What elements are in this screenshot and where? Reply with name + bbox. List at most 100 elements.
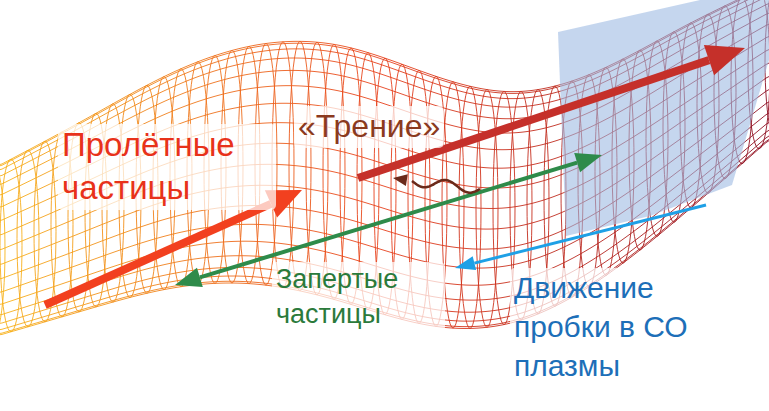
mesh-ring — [289, 41, 311, 291]
mesh-line — [134, 277, 158, 283]
mesh-line — [182, 210, 206, 215]
mesh-line — [254, 224, 278, 225]
mesh-line — [62, 262, 86, 271]
mesh-line — [398, 191, 422, 198]
mesh-line — [158, 107, 182, 117]
mesh-line — [206, 109, 230, 115]
mirror-motion-label: Движение пробки в СО плазмы — [510, 268, 740, 385]
mesh-line — [398, 234, 422, 241]
mesh-line — [302, 209, 326, 214]
mesh-line — [446, 325, 470, 327]
mesh-line — [350, 240, 374, 247]
mesh-line — [62, 247, 86, 256]
mesh-line — [230, 276, 254, 278]
mesh-line — [38, 240, 62, 249]
mesh-line — [326, 214, 350, 220]
mesh-ring — [34, 141, 56, 322]
mesh-line — [446, 109, 470, 115]
mesh-line — [62, 231, 86, 241]
mesh-line — [38, 271, 62, 279]
mesh-line — [14, 323, 38, 330]
mesh-line — [134, 86, 158, 98]
mesh-line — [134, 94, 158, 106]
arrow-head — [704, 45, 745, 75]
mesh-line — [62, 214, 86, 224]
mesh-line — [638, 231, 662, 250]
mesh-line — [110, 98, 134, 111]
mesh-line — [446, 161, 470, 166]
mesh-line — [326, 73, 350, 78]
mesh-line — [470, 86, 494, 90]
mesh-line — [0, 178, 14, 185]
mesh-line — [0, 259, 14, 264]
mesh-line — [302, 188, 326, 192]
mesh-line — [0, 311, 14, 315]
mesh-line — [110, 212, 134, 221]
mesh-line — [398, 70, 422, 79]
mesh-line — [86, 254, 110, 263]
mesh-line — [470, 248, 494, 249]
mesh-line — [254, 50, 278, 53]
mesh-line — [470, 299, 494, 300]
mesh-line — [374, 205, 398, 212]
mesh-line — [62, 276, 86, 284]
mesh-line — [398, 147, 422, 155]
arrow-shaft — [412, 180, 480, 193]
mesh-line — [302, 247, 326, 252]
arrow-shaft — [45, 204, 271, 305]
arrow-head — [574, 153, 602, 172]
mesh-line — [278, 103, 302, 105]
mesh-line — [494, 106, 518, 108]
label-holder: Пролётные частицы — [58, 124, 276, 210]
arrow-head — [393, 174, 408, 186]
mesh-line — [230, 53, 254, 58]
mesh-line — [110, 295, 134, 302]
mesh-line — [518, 256, 542, 263]
mesh-line — [278, 48, 302, 50]
passing-particles-label: Пролётные частицы — [58, 124, 276, 210]
mesh-line — [206, 283, 230, 285]
mesh-line — [0, 201, 14, 208]
mesh-line — [470, 326, 494, 328]
mesh-line — [86, 303, 110, 310]
mesh-line — [38, 224, 62, 234]
mesh-line — [206, 256, 230, 258]
mesh-line — [350, 78, 374, 85]
arrow-head — [455, 256, 476, 270]
mesh-line — [158, 68, 182, 79]
mesh-line — [134, 291, 158, 297]
mesh-line — [470, 115, 494, 119]
mesh-ring — [442, 82, 464, 328]
mesh-line — [326, 45, 350, 49]
mesh-line — [0, 319, 14, 323]
mesh-ring — [476, 90, 498, 328]
label-holder: Запертые частицы — [272, 262, 445, 332]
mesh-line — [566, 248, 590, 261]
mesh-line — [446, 124, 470, 130]
mesh-line — [542, 211, 566, 220]
mesh-line — [206, 242, 230, 244]
trapped-particles-label: Запертые частицы — [272, 262, 445, 332]
mesh-line — [446, 204, 470, 208]
mesh-line — [0, 215, 14, 221]
mesh-line — [302, 229, 326, 234]
mesh-line — [206, 78, 230, 85]
mesh-ring — [459, 86, 481, 328]
mesh-line — [374, 183, 398, 191]
mesh-line — [278, 165, 302, 167]
mesh-line — [182, 99, 206, 107]
mesh-line — [470, 147, 494, 150]
mesh-line — [206, 51, 230, 59]
mesh-line — [422, 79, 446, 87]
label-holder: Движение пробки в СО плазмы — [510, 268, 740, 385]
mesh-line — [518, 220, 542, 226]
mesh-line — [302, 86, 326, 89]
mesh-line — [446, 283, 470, 285]
mesh-line — [398, 168, 422, 175]
mesh-line — [254, 71, 278, 74]
mesh-line — [518, 96, 542, 99]
mesh-line — [158, 215, 182, 222]
mesh-line — [230, 88, 254, 92]
mesh-line — [254, 44, 278, 47]
